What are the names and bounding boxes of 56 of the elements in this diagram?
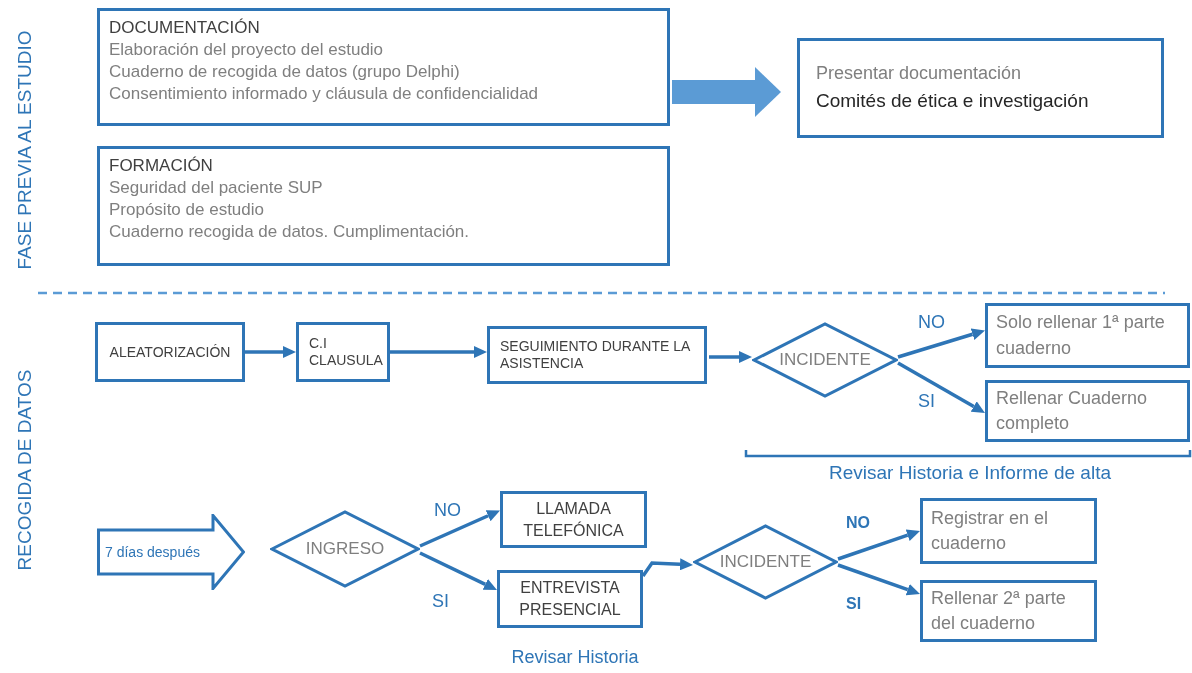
process-box bbox=[985, 380, 1190, 442]
edge-label: NO bbox=[918, 313, 945, 331]
section-label: RECOGIDA DE DATOS bbox=[14, 369, 36, 571]
process-box bbox=[296, 322, 390, 382]
list-item: Comités de ética e investigación bbox=[816, 89, 1089, 114]
node-text: Solo rellenar 1ª parte cuaderno bbox=[996, 311, 1166, 360]
process-box bbox=[797, 38, 1164, 138]
edge-label: NO bbox=[846, 515, 870, 531]
process-box bbox=[95, 322, 245, 382]
section-label: FASE PREVIA AL ESTUDIO bbox=[14, 30, 36, 270]
process-box bbox=[985, 303, 1190, 368]
node-text: SEGUIMIENTO DURANTE LA ASISTENCIA bbox=[500, 337, 690, 373]
node-text: ENTREVISTA PRESENCIAL bbox=[518, 578, 622, 620]
process-box bbox=[920, 580, 1097, 642]
list-item: Propósito de estudio bbox=[109, 199, 264, 222]
edge-label: NO bbox=[434, 501, 461, 519]
edge-label: SI bbox=[918, 392, 935, 410]
arrow bbox=[837, 529, 920, 561]
process-box bbox=[487, 326, 707, 384]
node-text: 7 días después bbox=[105, 543, 200, 561]
heading: Presentar documentación bbox=[816, 62, 1022, 86]
list-item: Seguridad del paciente SUP bbox=[109, 177, 323, 200]
arrow bbox=[709, 351, 752, 363]
arrow bbox=[837, 563, 920, 596]
process-box bbox=[920, 498, 1097, 564]
edge-label: SI bbox=[432, 592, 449, 610]
node-text: LLAMADA TELEFÓNICA bbox=[522, 498, 625, 541]
arrow bbox=[419, 551, 497, 590]
list-item: Elaboración del proyecto del estudio bbox=[109, 39, 384, 62]
node-text: INGRESO bbox=[305, 538, 385, 560]
block-arrow bbox=[672, 67, 781, 117]
process-box bbox=[97, 146, 670, 266]
node-text: ALEATORIZACIÓN bbox=[109, 343, 231, 361]
arrow bbox=[390, 346, 487, 358]
arrow bbox=[419, 510, 500, 548]
list-item: Cuaderno de recogida de datos (grupo Delphi) bbox=[109, 61, 460, 84]
heading: DOCUMENTACIÓN bbox=[109, 17, 260, 39]
list-item: Cuaderno recogida de datos. Cumplimentación. bbox=[109, 221, 470, 244]
node-text: C.I CLAUSULA bbox=[309, 334, 383, 370]
process-box bbox=[500, 491, 647, 548]
process-box bbox=[497, 570, 643, 628]
node-text: Rellenar Cuaderno completo bbox=[996, 386, 1149, 435]
node-text: INCIDENTE bbox=[719, 551, 812, 573]
note: Revisar Historia e Informe de alta bbox=[829, 462, 1111, 484]
node-text: Rellenar 2ª parte del cuaderno bbox=[931, 586, 1067, 635]
node-text: INCIDENTE bbox=[779, 349, 871, 371]
arrow bbox=[641, 558, 693, 577]
list-item: Consentimiento informado y cláusula de confidencialidad bbox=[109, 83, 539, 106]
node-text: Registrar en el cuaderno bbox=[931, 506, 1050, 555]
arrow bbox=[897, 328, 985, 359]
heading: FORMACIÓN bbox=[109, 155, 213, 177]
arrow bbox=[897, 361, 985, 413]
arrow bbox=[245, 346, 296, 358]
note: Revisar Historia bbox=[511, 646, 639, 668]
edge-label: SI bbox=[846, 596, 862, 612]
process-box bbox=[97, 8, 670, 126]
